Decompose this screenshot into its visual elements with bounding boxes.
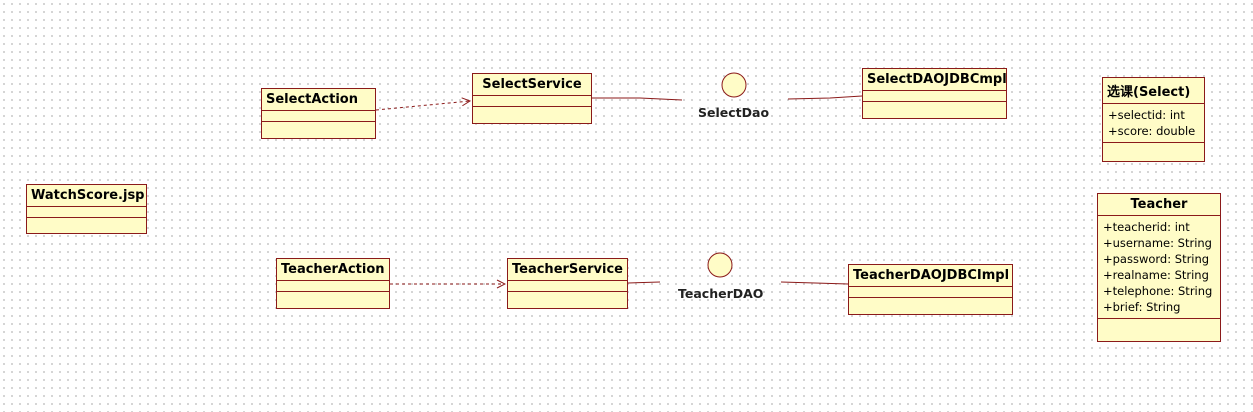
class-name: TeacherDAOJDBCImpl xyxy=(849,265,1012,287)
operations-compartment xyxy=(1103,143,1204,153)
link-selectdao-selectdaoimpl xyxy=(787,95,863,100)
attribute: +teacherid: int xyxy=(1103,220,1190,234)
operations-compartment xyxy=(262,122,375,132)
attributes-compartment: +teacherid: int +username: String +passw… xyxy=(1098,216,1220,319)
operations-compartment xyxy=(863,102,1006,112)
operations-compartment xyxy=(473,107,591,117)
attributes-compartment xyxy=(508,281,627,292)
attribute: +telephone: String xyxy=(1103,284,1213,298)
class-teacherservice[interactable]: TeacherService xyxy=(507,258,628,309)
link-teacherdao-teacherdaoimpl xyxy=(780,281,849,285)
attribute: +realname: String xyxy=(1103,268,1209,282)
class-name: TeacherService xyxy=(508,259,627,281)
class-name: SelectService xyxy=(473,74,591,96)
class-teacheraction[interactable]: TeacherAction xyxy=(276,258,390,309)
link-selectservice-selectdao xyxy=(592,97,683,101)
selectdao-label: SelectDao xyxy=(698,105,770,120)
attribute: +brief: String xyxy=(1103,300,1181,314)
attribute: +username: String xyxy=(1103,236,1212,250)
class-selectdaojdbcmpl[interactable]: SelectDAOJDBCmpl xyxy=(862,68,1007,119)
teacherdao-interface-icon xyxy=(707,252,733,278)
selectdao-interface-icon xyxy=(721,72,747,98)
attributes-compartment xyxy=(277,281,389,292)
class-name: WatchScore.jsp xyxy=(27,185,146,207)
class-name: 选课(Select) xyxy=(1103,78,1204,104)
class-name: Teacher xyxy=(1098,194,1220,216)
operations-compartment xyxy=(508,292,627,302)
operations-compartment xyxy=(277,292,389,302)
attribute: +password: String xyxy=(1103,252,1210,266)
class-selectservice[interactable]: SelectService xyxy=(472,73,592,124)
class-watchscore[interactable]: WatchScore.jsp xyxy=(26,184,147,234)
operations-compartment xyxy=(849,298,1012,308)
class-selectaction[interactable]: SelectAction xyxy=(261,88,376,139)
attributes-compartment xyxy=(27,207,146,218)
operations-compartment xyxy=(1098,319,1220,329)
class-select-entity[interactable]: 选课(Select) +selectid: int +score: double xyxy=(1102,77,1205,162)
attributes-compartment xyxy=(262,111,375,122)
attributes-compartment xyxy=(863,91,1006,102)
class-name: SelectAction xyxy=(262,89,375,111)
class-teacherdaojdbcimpl[interactable]: TeacherDAOJDBCImpl xyxy=(848,264,1013,315)
attributes-compartment: +selectid: int +score: double xyxy=(1103,104,1204,143)
attribute: +score: double xyxy=(1108,124,1196,138)
attribute: +selectid: int xyxy=(1108,108,1185,122)
attributes-compartment xyxy=(849,287,1012,298)
class-teacher-entity[interactable]: Teacher +teacherid: int +username: Strin… xyxy=(1097,193,1221,342)
attributes-compartment xyxy=(473,96,591,107)
link-teacherservice-teacherdao xyxy=(627,281,661,284)
teacherdao-label: TeacherDAO xyxy=(678,286,764,301)
dependency-selectaction-selectservice xyxy=(375,101,470,111)
operations-compartment xyxy=(27,218,146,228)
class-name: SelectDAOJDBCmpl xyxy=(863,69,1007,91)
class-name: TeacherAction xyxy=(277,259,389,281)
